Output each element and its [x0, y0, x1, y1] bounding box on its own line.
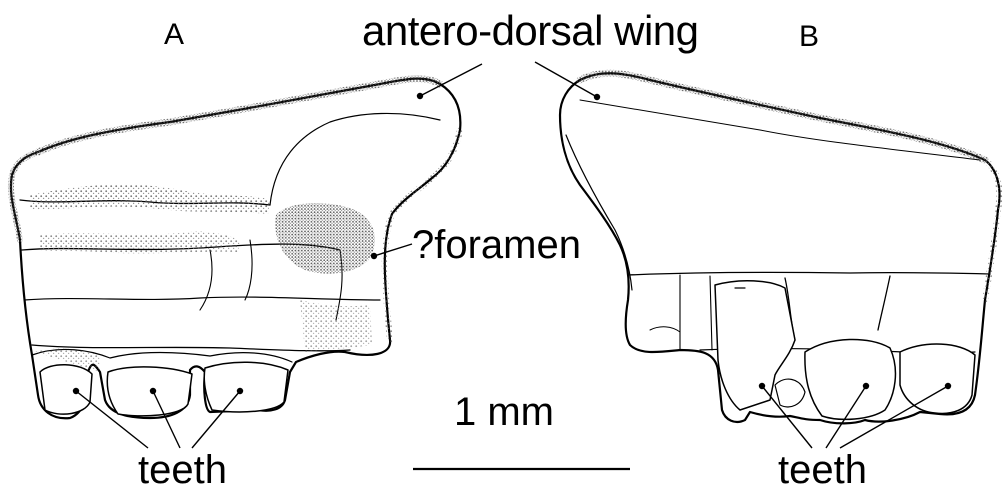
scale-label: 1 mm — [454, 392, 554, 432]
specimen-b-drawing — [560, 73, 999, 423]
teeth-label-b: teeth — [778, 450, 867, 490]
panel-label-a: A — [164, 20, 184, 50]
teeth-label-a: teeth — [138, 450, 227, 490]
foramen-label: ?foramen — [412, 225, 581, 265]
panel-label-b: B — [799, 22, 819, 52]
specimen-a-drawing — [11, 79, 460, 419]
wing-label: antero-dorsal wing — [362, 10, 699, 52]
